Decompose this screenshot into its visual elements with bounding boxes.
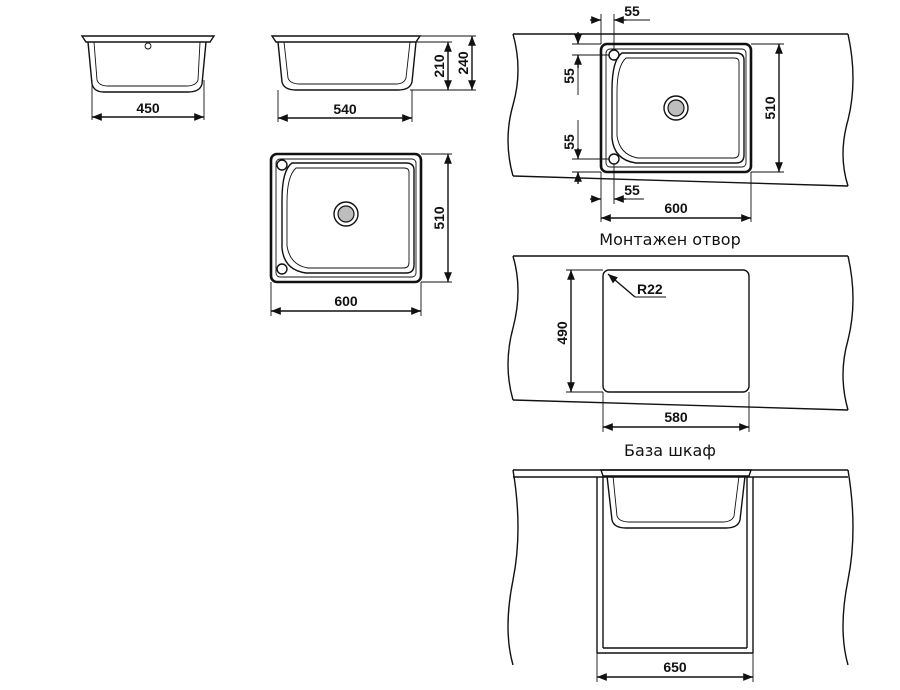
front-width-label: 450 <box>136 100 160 116</box>
cutout-outline <box>602 269 750 393</box>
installed-tap-hole-icon <box>608 49 620 61</box>
side-view: 540 210 240 <box>270 35 476 122</box>
installed-width-label: 600 <box>664 200 688 216</box>
cabinet-view: База шкаф 650 <box>507 441 854 682</box>
cutout-width-label: 580 <box>664 409 688 425</box>
cutout-height-label: 490 <box>554 321 570 345</box>
overflow-hole-icon <box>276 263 288 275</box>
installed-drain-icon <box>667 99 685 117</box>
installed-left-upper-offset-label: 55 <box>561 68 577 84</box>
installed-overflow-hole-icon <box>608 153 620 165</box>
top-view: 600 510 <box>269 152 452 316</box>
installed-drain-outer-icon <box>663 95 689 121</box>
side-total-depth-label: 240 <box>455 51 471 75</box>
installed-view: 55 55 55 55 600 510 <box>507 3 854 222</box>
cutout-title: Монтажен отвор <box>599 230 740 249</box>
front-view: 450 <box>80 35 216 121</box>
top-width-label: 600 <box>334 293 358 309</box>
side-inner-depth-label: 210 <box>431 54 447 78</box>
side-width-label: 540 <box>333 101 357 117</box>
installed-top-offset-label: 55 <box>624 3 640 19</box>
installed-left-lower-offset-label: 55 <box>561 134 577 150</box>
installed-depth-label: 510 <box>762 96 778 120</box>
cabinet-title: База шкаф <box>624 441 716 460</box>
installed-bottom-offset-label: 55 <box>624 182 640 198</box>
drain-outer-icon <box>333 201 359 227</box>
drain-icon <box>337 205 355 223</box>
cutout-view: Монтажен отвор R22 490 580 <box>507 230 854 432</box>
top-depth-label: 510 <box>431 206 447 230</box>
cutout-radius-label: R22 <box>637 281 663 297</box>
tap-hole-icon <box>276 159 288 171</box>
cabinet-width-label: 650 <box>663 659 687 675</box>
